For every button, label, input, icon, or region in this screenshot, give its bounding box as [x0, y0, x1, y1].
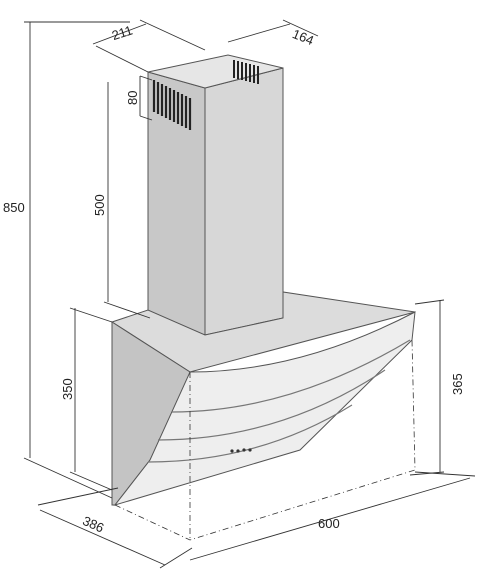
vent-slots-icon	[152, 80, 192, 130]
dim-chimney-depth: 164	[290, 26, 316, 48]
dim-hood-height-left: 350	[60, 378, 75, 400]
control-buttons-icon	[230, 448, 252, 453]
glass-band-2	[157, 369, 386, 441]
chimney-right-face	[204, 67, 284, 336]
glass-band-1	[171, 339, 411, 413]
hood-body	[110, 291, 416, 506]
dimension-lines	[23, 19, 476, 569]
chimney-top	[147, 54, 284, 89]
hood-top-plate	[110, 291, 416, 373]
dim-hood-height-right: 365	[450, 373, 465, 395]
glass-front-panel	[113, 311, 416, 506]
glass-band-3	[147, 404, 353, 463]
dim-vent-height: 80	[125, 91, 140, 105]
chimney	[147, 54, 284, 336]
dim-hood-depth: 386	[80, 513, 106, 536]
dim-chimney-height: 500	[92, 194, 107, 216]
rear-vent-slots-icon	[233, 60, 259, 84]
dim-chimney-width: 211	[110, 22, 134, 43]
dim-hood-width: 600	[318, 516, 340, 531]
chimney-left-face	[147, 71, 206, 336]
dim-total-height: 850	[3, 200, 25, 215]
